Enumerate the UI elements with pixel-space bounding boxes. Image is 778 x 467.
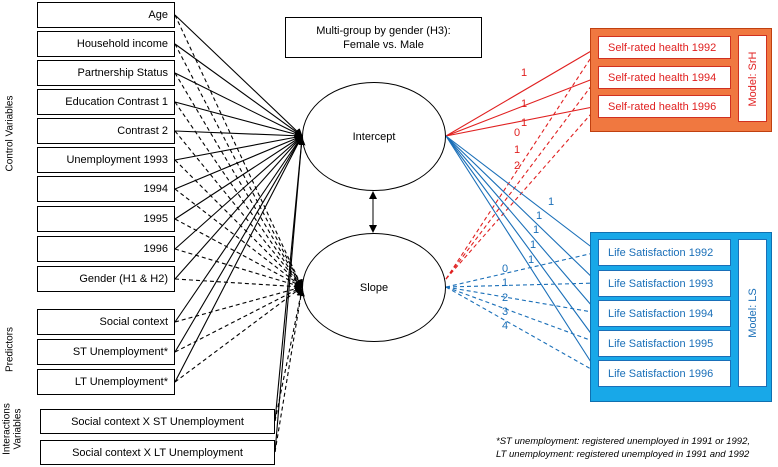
srh-slope-path-2	[445, 105, 599, 280]
section-label-predictors: Predictors	[4, 327, 16, 373]
path-to-slope-6	[174, 188, 303, 288]
ls-slope-loading-3: 3	[502, 306, 509, 318]
group-title-line1: Multi-group by gender (H3):	[316, 24, 451, 37]
predictor-social-context: Social context	[37, 309, 175, 335]
control-gender: Gender (H1 & H2)	[37, 266, 175, 292]
ls-slope-loading-1: 1	[502, 277, 509, 289]
predictor-st-unemployment: ST Unemployment*	[37, 339, 175, 365]
srh-intercept-loading-2: 1	[521, 98, 528, 110]
control-1994: 1994	[37, 176, 175, 202]
interaction-path-to-intercept-1	[274, 137, 306, 453]
srh-intercept-loading-3: 1	[521, 117, 528, 129]
path-to-slope-12	[174, 286, 303, 383]
section-label-interactions-line1: Interactions	[1, 403, 13, 455]
ls-slope-path-0	[445, 249, 599, 288]
path-to-intercept-12	[174, 135, 303, 383]
ls-item-1993: Life Satisfaction 1993	[598, 270, 731, 297]
predictor-paths	[174, 14, 306, 453]
srh-intercept-path-2	[445, 103, 599, 137]
ls-item-1992: Life Satisfaction 1992	[598, 239, 731, 266]
path-to-intercept-10	[174, 135, 303, 323]
srh-model-label: Model: SrH	[746, 50, 759, 107]
path-to-intercept-11	[174, 135, 303, 353]
srh-item-1994: Self-rated health 1994	[598, 66, 731, 89]
path-to-intercept-5	[174, 133, 303, 161]
ls-slope-loading-0: 0	[502, 263, 509, 275]
srh-item-1992: Self-rated health 1992	[598, 36, 731, 59]
footnote-line1: *ST unemployment: registered unemployed …	[496, 436, 751, 447]
footnote-line2: LT unemployment: registered unemployed i…	[496, 449, 750, 460]
srh-slope-loading-0: 0	[514, 127, 521, 139]
ls-intercept-loading-4: 1	[530, 239, 537, 251]
ls-intercept-loading-2: 1	[536, 210, 543, 222]
path-to-intercept-7	[174, 135, 303, 220]
srh-slope-loading-1: 1	[514, 144, 521, 156]
predictor-lt-unemployment: LT Unemployment*	[37, 369, 175, 395]
footnote: *ST unemployment: registered unemployed …	[496, 435, 750, 461]
group-title-box: Multi-group by gender (H3): Female vs. M…	[285, 17, 482, 58]
path-to-intercept-8	[174, 135, 303, 250]
srh-slope-path-0	[445, 46, 599, 280]
control-1995: 1995	[37, 206, 175, 232]
group-title-line2: Female vs. Male	[343, 38, 424, 51]
path-to-slope-5	[174, 159, 303, 288]
path-to-slope-4	[174, 130, 303, 288]
ls-intercept-loading-5: 1	[528, 254, 535, 266]
ls-intercept-loading-1: 1	[548, 196, 555, 208]
ls-model-label: Model: LS	[746, 288, 759, 338]
section-label-interactions-line2: Variables	[12, 408, 24, 450]
path-to-intercept-1	[174, 43, 303, 137]
path-to-intercept-2	[174, 72, 303, 137]
ls-item-1996: Life Satisfaction 1996	[598, 360, 731, 387]
control-1996: 1996	[37, 236, 175, 262]
srh-model-label-box: Model: SrH	[738, 35, 767, 122]
srh-intercept-path-0	[445, 46, 599, 137]
control-contrast-2: Contrast 2	[37, 118, 175, 144]
path-to-slope-1	[174, 43, 303, 288]
ls-slope-loading-4: 4	[502, 320, 509, 332]
ls-intercept-path-1	[445, 135, 599, 284]
path-to-slope-10	[174, 285, 303, 323]
intercept-ellipse: Intercept	[302, 82, 446, 191]
ls-intercept-path-4	[445, 135, 599, 374]
control-household-income: Household income	[37, 31, 175, 57]
ls-slope-loading-2: 2	[502, 292, 509, 304]
ls-slope-path-4	[445, 286, 599, 374]
ls-intercept-path-0	[445, 135, 599, 253]
srh-intercept-path-1	[445, 75, 599, 137]
interaction-social-st: Social context X ST Unemployment	[40, 409, 275, 434]
ls-item-1994: Life Satisfaction 1994	[598, 300, 731, 327]
ls-intercept-path-3	[445, 135, 599, 344]
control-age: Age	[37, 2, 175, 28]
path-to-slope-9	[174, 278, 303, 291]
control-partnership-status: Partnership Status	[37, 60, 175, 86]
path-to-intercept-6	[174, 135, 303, 190]
ls-slope-path-2	[445, 286, 599, 316]
path-to-intercept-9	[174, 135, 303, 280]
section-label-control: Control Variables	[4, 95, 16, 172]
path-to-intercept-0	[174, 14, 303, 137]
path-to-slope-3	[174, 101, 303, 288]
path-to-intercept-4	[174, 130, 303, 140]
section-label-interactions: Interactions Variables	[2, 402, 24, 457]
ls-slope-path-3	[445, 286, 599, 345]
slope-label: Slope	[359, 281, 389, 294]
path-to-intercept-3	[174, 101, 303, 139]
interaction-social-lt: Social context X LT Unemployment	[40, 440, 275, 465]
control-education-contrast-1: Education Contrast 1	[37, 89, 175, 115]
ls-intercept-path-2	[445, 135, 599, 314]
path-to-slope-0	[174, 14, 303, 288]
srh-intercept-loading-1: 1	[521, 67, 528, 79]
intercept-label: Intercept	[352, 130, 396, 143]
ls-model-label-box: Model: LS	[738, 239, 767, 387]
srh-item-1996: Self-rated health 1996	[598, 95, 731, 118]
srh-slope-loading-2: 2	[514, 160, 521, 172]
ls-intercept-loading-3: 1	[533, 224, 540, 236]
ls-item-1995: Life Satisfaction 1995	[598, 330, 731, 357]
slope-ellipse: Slope	[302, 233, 446, 342]
control-unemployment-1993: Unemployment 1993	[37, 147, 175, 173]
loading-paths	[445, 46, 599, 374]
interaction-path-to-slope-1	[274, 288, 305, 453]
